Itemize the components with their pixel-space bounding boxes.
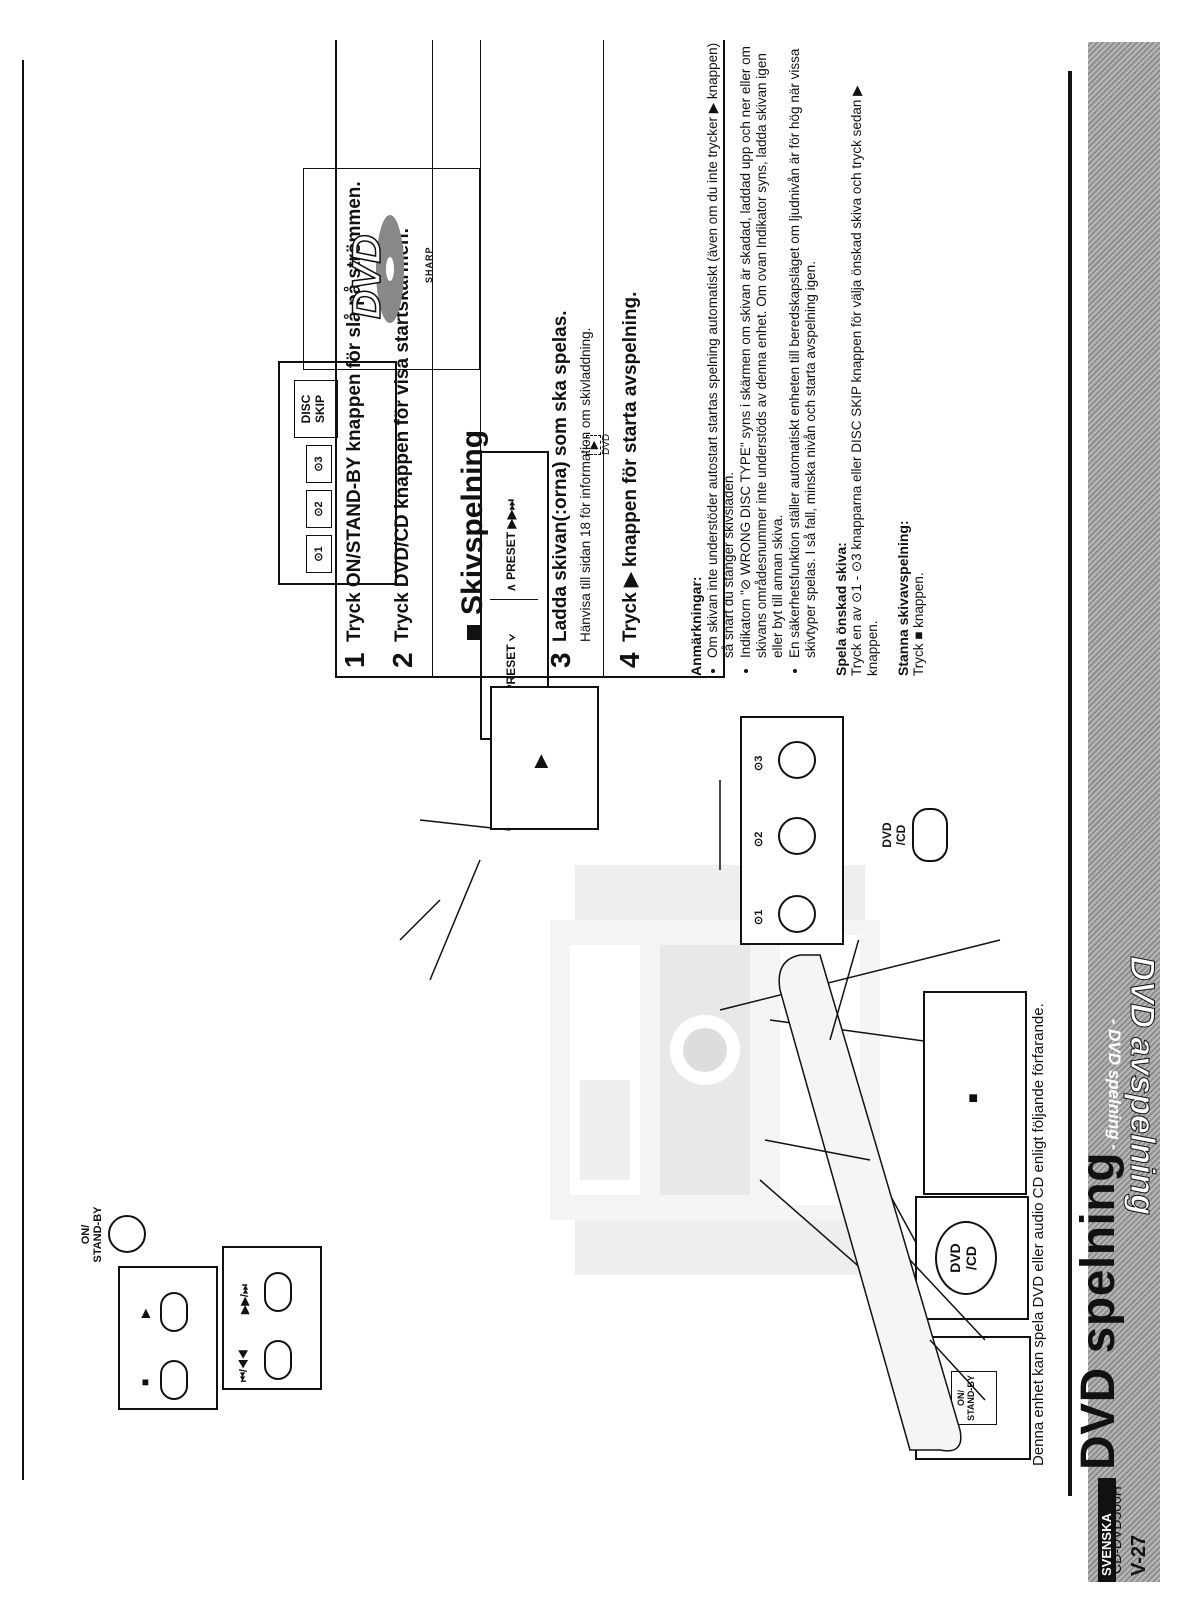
remote-stop-icon: ■ bbox=[138, 1378, 152, 1386]
on-standby-button bbox=[108, 1215, 146, 1254]
callout-remote-disc: ⊙1 ⊙2 ⊙3 bbox=[740, 716, 844, 945]
step-number: 3 bbox=[545, 652, 576, 668]
play-indicator: ▶ DVD bbox=[586, 415, 616, 455]
step-text: Tryck ▶ knappen för starta avspelning. bbox=[620, 291, 641, 642]
remote-disc3-label: ⊙3 bbox=[753, 755, 765, 771]
remote-dvd-cd-label: DVD /CD bbox=[880, 822, 908, 848]
step-note: Hänvisa till sidan 18 för information om… bbox=[578, 327, 593, 642]
notes-list: Om skivan inte understöder autostart sta… bbox=[705, 36, 819, 676]
play-indicator-label: DVD bbox=[601, 433, 612, 455]
dvd-logo-icon: DVD bbox=[344, 215, 404, 323]
remote-on-standby-label: ON/ STAND-BY bbox=[80, 1206, 104, 1263]
stop-text: Tryck ■ knappen. bbox=[911, 572, 926, 676]
note-item: Om skivan inte understöder autostart sta… bbox=[705, 36, 737, 658]
disc2-button-label: ⊙2 bbox=[306, 490, 332, 528]
bottom-rule bbox=[22, 60, 24, 1480]
play-disc-section: Spela önskad skiva: Tryck en av ⊙1 - ⊙3 … bbox=[833, 36, 881, 676]
callout-remote-skip: ⏮/◀◀ ▶▶/⏭ bbox=[222, 1246, 322, 1390]
sideband-title: DVD avspelning bbox=[1123, 956, 1162, 1216]
stop-section: Stanna skivavspelning: Tryck ■ knappen. bbox=[895, 36, 927, 676]
play-disc-heading: Spela önskad skiva: bbox=[833, 542, 849, 676]
skip-back-button bbox=[264, 1340, 292, 1380]
disc1-button-label: ⊙1 bbox=[306, 535, 332, 573]
remote-dvd-cd-button bbox=[912, 808, 948, 862]
remote-disc1-button bbox=[778, 895, 816, 933]
remote-play-icon: ▶ bbox=[138, 1308, 152, 1318]
step-number: 2 bbox=[387, 652, 418, 668]
skip-fwd-label: ▶▶/⏭ bbox=[239, 1284, 251, 1314]
dvd-logo-text: DVD bbox=[345, 235, 389, 319]
remote-disc2-label: ⊙2 bbox=[753, 831, 765, 847]
play-disc-text: Tryck en av ⊙1 - ⊙3 knapparna eller DISC… bbox=[849, 85, 880, 676]
step-number: 1 bbox=[339, 652, 370, 668]
startup-screen: DVD SHARP bbox=[303, 168, 480, 370]
play-indicator-icon: ▶ bbox=[586, 435, 601, 455]
brand-label: SHARP bbox=[424, 246, 434, 283]
skip-back-label: ⏮/◀◀ bbox=[238, 1349, 250, 1382]
remote-dvd-cd: DVD /CD bbox=[880, 790, 960, 880]
remote-disc1-label: ⊙1 bbox=[753, 909, 765, 925]
page-number: V-27 bbox=[1128, 1534, 1150, 1576]
note-item: Indikatorn "⊘ WRONG DISC TYPE" syns i sk… bbox=[738, 36, 786, 658]
disc-skip-label: DISC SKIP bbox=[294, 380, 338, 438]
step-text: Ladda skivan(:orna) som ska spelas. bbox=[550, 310, 571, 642]
remote-control-drawing bbox=[764, 940, 986, 1452]
step-3: 3 Ladda skivan(:orna) som ska spelas. Hä… bbox=[543, 40, 604, 676]
sideband-subtitle: - DVD spelning - bbox=[1105, 1018, 1124, 1150]
step-number: 4 bbox=[614, 652, 645, 668]
remote-stop-button bbox=[160, 1360, 188, 1400]
remote-disc2-button bbox=[778, 817, 816, 855]
notes-heading: Anmärkningar: bbox=[688, 576, 704, 676]
remote-disc3-button bbox=[778, 741, 816, 779]
remote-play-button bbox=[160, 1292, 188, 1332]
notes-block: Anmärkningar: Om skivan inte understöder… bbox=[688, 36, 927, 676]
callout-remote-standby bbox=[1010, 1220, 1100, 1380]
skip-fwd-button bbox=[264, 1272, 292, 1312]
callout-remote-stop-play: ■ ▶ bbox=[118, 1266, 218, 1410]
callout-play: ▶ bbox=[490, 686, 599, 830]
play-icon: ▶ bbox=[530, 754, 550, 768]
disc3-button-label: ⊙3 bbox=[306, 445, 332, 483]
stop-heading: Stanna skivavspelning: bbox=[895, 520, 911, 676]
note-item: En säkerhetsfunktion ställer automatiskt… bbox=[787, 36, 819, 658]
model-number: CD-DVD500H bbox=[1108, 1486, 1124, 1574]
